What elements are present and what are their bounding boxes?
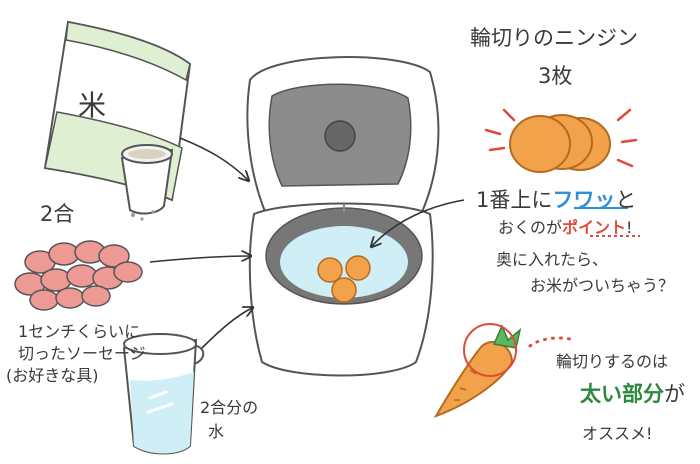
arrow-water-to-cooker [201,308,252,349]
tip-line1: 1番上にフワッと [476,184,636,214]
warn-line1: 奥に入れたら、 [496,250,609,269]
cut-thick-part: 太い部分 [580,382,664,406]
tip-line2-b: ! [626,218,633,237]
rice-amount-label: 2合 [40,202,75,226]
tip-line1-a: 1番上に [476,188,553,212]
cut-line2-b: が [664,382,685,406]
carrot-slices-icon [509,114,611,173]
arrow-sausage-to-cooker [149,256,250,263]
carrot-icon [433,323,522,418]
sausage-note-line1: 1センチくらいに [18,322,141,341]
sausage-note-line2: 切ったソーセージ [18,344,146,363]
cut-line3: オススメ! [582,424,653,443]
tip-fuwa: フワッ [552,188,616,212]
dotted-connector [528,336,576,348]
rice-cup-icon [120,144,174,221]
warn-line2: お米がついちゃう？ [530,276,675,295]
arrows [149,137,465,349]
rice-cooker-icon [246,56,440,377]
emphasis-lines-icon [484,108,638,168]
water-measuring-cup-icon [122,333,205,455]
rice-bag-label: 米 [78,89,107,122]
tip-line2: おくのがポイント! [498,214,632,238]
sausage-note-line3: (お好きな具) [6,366,99,385]
carrot-title-line1: 輪切りのニンジン [470,26,638,50]
water-amount-line2: 水 [208,422,225,441]
sausage-pile-icon [14,240,143,311]
carrot-title-line2: 3枚 [538,64,573,88]
arrow-tip-to-carrots [372,199,465,246]
cut-line1: 輪切りするのは [556,352,669,371]
arrow-rice-to-cooker [179,137,248,180]
tip-line1-b: と [615,188,637,212]
water-amount-line1: 2合分の [200,398,259,417]
tip-point: ポイント [562,218,627,237]
cut-line2: 太い部分が [580,378,685,408]
tip-line2-a: おくのが [498,218,563,237]
